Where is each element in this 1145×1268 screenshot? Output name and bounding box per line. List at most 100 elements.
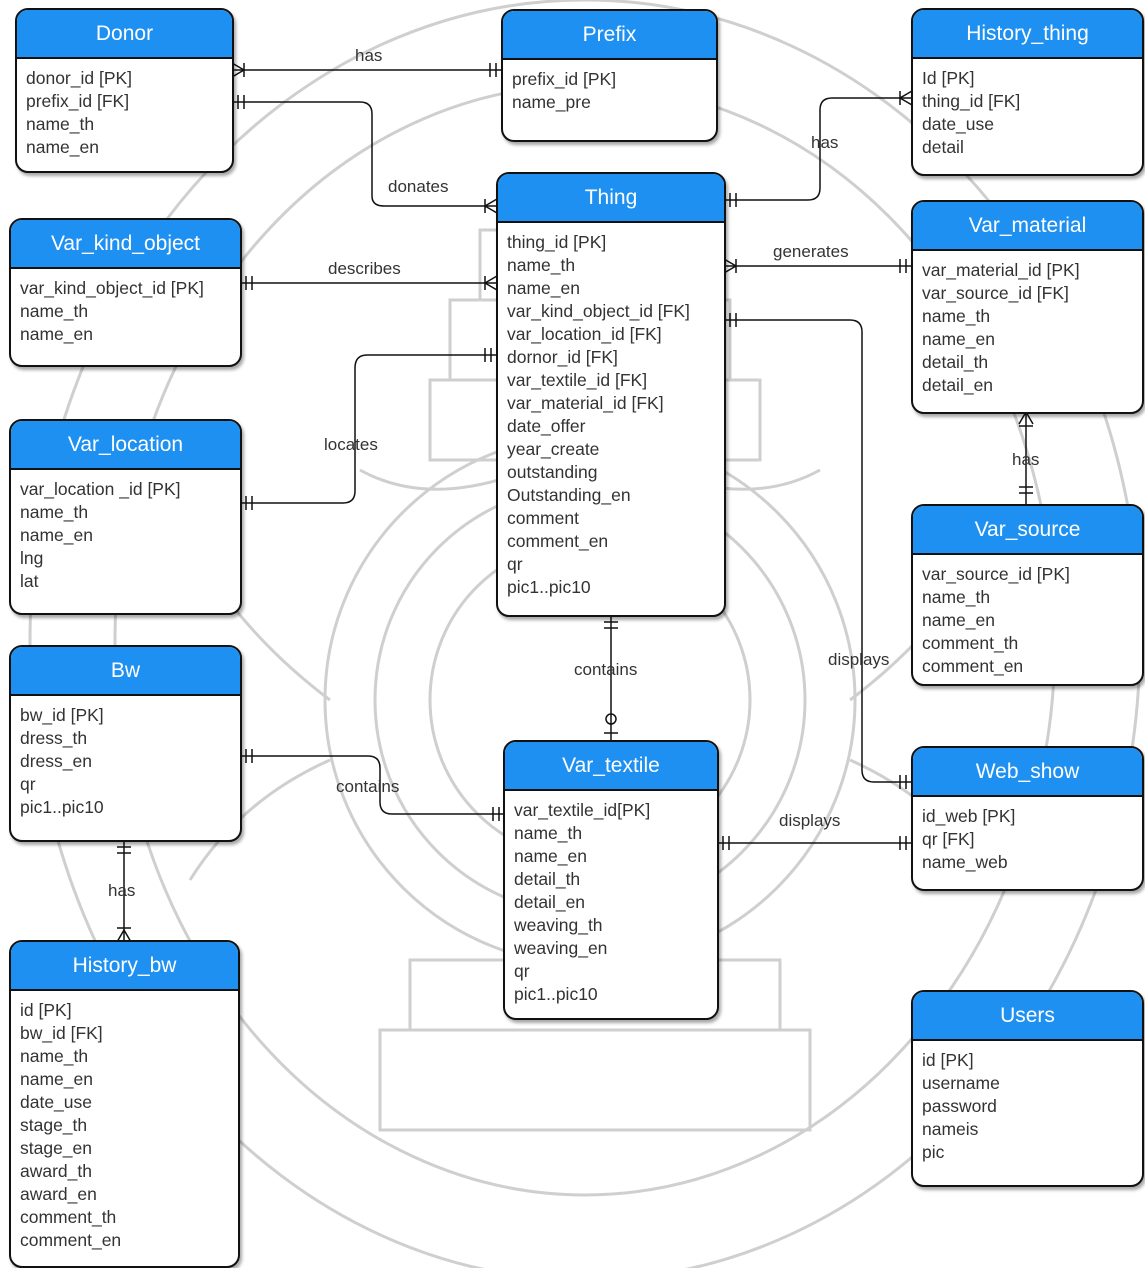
edge-textile-web-end-a	[722, 836, 730, 850]
field: name_th	[20, 301, 89, 321]
field: comment_en	[922, 656, 1024, 676]
edge-donor-thing-end-a	[237, 95, 245, 109]
field: award_en	[20, 1184, 97, 1204]
field-list: prefix_id [PK]name_pre	[503, 60, 716, 114]
field: pic1..pic10	[514, 984, 598, 1004]
entity-title: History_bw	[11, 942, 238, 991]
field: Outstanding_en	[507, 485, 631, 505]
field: weaving_en	[514, 938, 608, 958]
edge-thing-history-end-b	[898, 90, 913, 106]
entity-title: Var_kind_object	[11, 220, 240, 269]
field-list: var_material_id [PK]var_source_id [FK]na…	[913, 251, 1142, 397]
field: thing_id [PK]	[507, 232, 607, 252]
edge-thing-history	[724, 97, 912, 201]
field: var_source_id [PK]	[922, 564, 1070, 584]
field: detail	[922, 137, 964, 157]
field: id [PK]	[20, 1000, 72, 1020]
edge-thing-web	[724, 319, 912, 783]
field: stage_th	[20, 1115, 88, 1135]
entity-title: Users	[913, 992, 1142, 1041]
field: dress_th	[20, 728, 88, 748]
label-donor-prefix: has	[355, 46, 382, 65]
label-location-thing: locates	[324, 435, 378, 454]
field: dornor_id [FK]	[507, 347, 618, 367]
field: name_th	[20, 502, 89, 522]
label-textile-web: displays	[779, 811, 840, 830]
field: Id [PK]	[922, 68, 975, 88]
label-kind-thing: describes	[328, 259, 401, 278]
field: name_th	[26, 114, 95, 134]
field: name_web	[922, 852, 1008, 872]
field: name_en	[20, 525, 93, 545]
field: id [PK]	[922, 1050, 974, 1070]
label-thing-web: displays	[828, 650, 889, 669]
field: name_en	[514, 846, 587, 866]
field: pic	[922, 1142, 945, 1162]
edge-thing-web-end-b	[899, 775, 907, 789]
entity-web-show[interactable]: Web_show id_web [PK] qr [FK] name_web	[911, 746, 1144, 891]
field: name_en	[922, 329, 995, 349]
field: dress_en	[20, 751, 92, 771]
field: qr [FK]	[922, 829, 975, 849]
label-bw-history: has	[108, 881, 135, 900]
field: donor_id [PK]	[26, 68, 133, 88]
field: lat	[20, 571, 39, 591]
field: bw_id [PK]	[20, 705, 104, 725]
field: comment_en	[507, 531, 609, 551]
entity-title: Var_textile	[505, 742, 717, 791]
entity-title: Var_source	[913, 506, 1142, 555]
field: id_web [PK]	[922, 806, 1016, 826]
edge-material-source-end-b	[1019, 486, 1033, 494]
field: date_use	[922, 114, 995, 134]
field: name_en	[20, 324, 93, 344]
field: qr	[514, 961, 530, 981]
field: var_location _id [PK]	[20, 479, 181, 499]
field: name_en	[26, 137, 99, 157]
field: name_th	[514, 823, 583, 843]
field: name_th	[922, 306, 991, 326]
field: detail_th	[514, 869, 581, 889]
field: name_th	[20, 1046, 89, 1066]
field: prefix_id [FK]	[26, 91, 130, 111]
field: detail_en	[514, 892, 586, 912]
edge-thing-material-end-b	[899, 259, 907, 273]
field: stage_en	[20, 1138, 93, 1158]
label-thing-material: generates	[773, 242, 849, 261]
edge-location-thing-end-a	[245, 496, 253, 510]
field: var_textile_id [FK]	[507, 370, 648, 390]
entity-title: Donor	[17, 10, 232, 59]
field-list: id_web [PK] qr [FK] name_web	[913, 797, 1142, 874]
field-list: donor_id [PK] prefix_id [FK] name_th name_e…	[17, 59, 232, 159]
edge-donor-thing	[232, 101, 497, 207]
field: comment_en	[20, 1230, 122, 1250]
entity-title: Web_show	[913, 748, 1142, 797]
field: name_en	[922, 610, 995, 630]
field: date_use	[20, 1092, 93, 1112]
field: comment	[507, 508, 579, 528]
field: var_material_id [PK]	[922, 260, 1080, 280]
edge-donor-prefix-end-a	[231, 62, 246, 78]
field: nameis	[922, 1119, 979, 1139]
edge-thing-history-end-a	[729, 193, 737, 207]
edge-bw-textile	[240, 755, 505, 815]
field: comment_th	[20, 1207, 117, 1227]
entity-title: Thing	[498, 174, 724, 223]
